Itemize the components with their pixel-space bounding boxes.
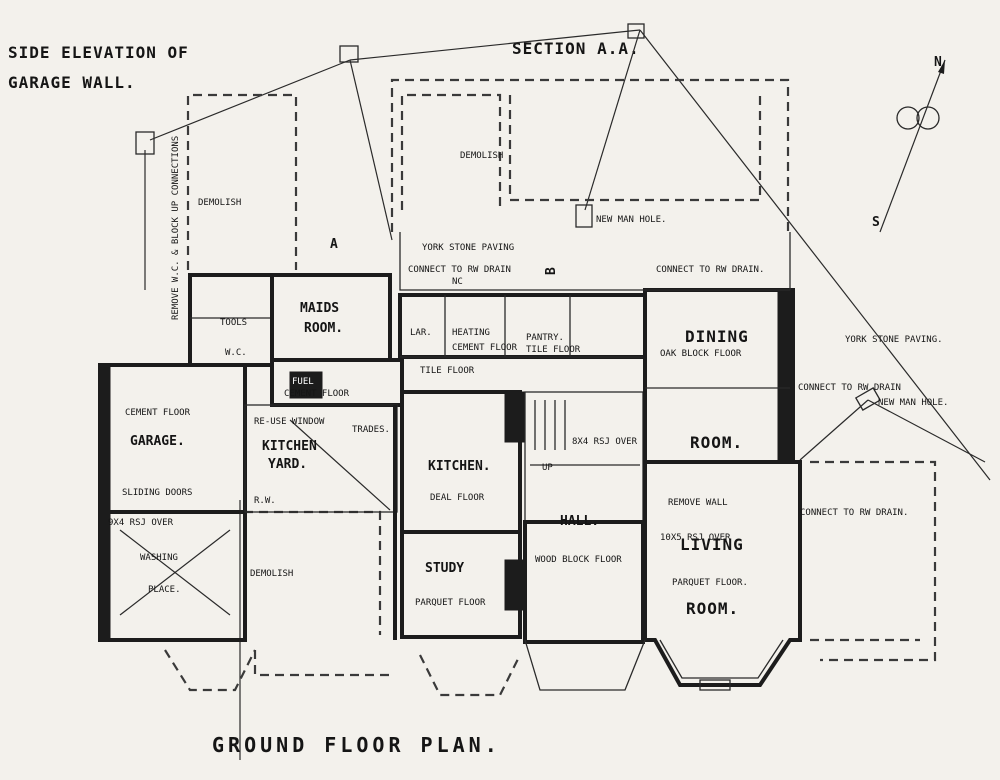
rsj-living-label: 10X5 RSJ OVER [660, 533, 731, 543]
kitchen-floor-label: DEAL FLOOR [430, 493, 485, 503]
study-floor-label: PARQUET FLOOR [415, 598, 486, 608]
connect-rw-drain-4: CONNECT TO RW DRAIN. [800, 508, 908, 518]
reuse-window-label: RE-USE WINDOW [254, 417, 325, 427]
heating-floor-label: CEMENT FLOOR [452, 343, 518, 353]
nc-label: NC [452, 277, 463, 287]
york-paving-right-label: YORK STONE PAVING. [845, 335, 943, 345]
hall-floor-label: WOOD BLOCK FLOOR [535, 555, 622, 565]
room-label-larder: LAR. [410, 328, 432, 338]
demolish-note-top: DEMOLISH [460, 151, 503, 161]
drain-lines [135, 23, 991, 760]
room-label-tools: TOOLS [220, 318, 247, 328]
room-label-pantry: PANTRY. [526, 333, 564, 343]
room-label-study: STUDY [425, 561, 464, 576]
compass-rose-icon: N S [872, 55, 946, 233]
sliding-doors-label: SLIDING DOORS [122, 488, 192, 498]
demolish-note-left: DEMOLISH [198, 198, 241, 208]
room-label-hall: HALL. [560, 514, 599, 529]
room-label-maids-2: ROOM. [304, 321, 343, 336]
room-label-heating: HEATING [452, 328, 490, 338]
connect-rw-drain-3: CONNECT TO RW DRAIN [798, 383, 901, 393]
room-label-maids-1: MAIDS [300, 301, 339, 316]
room-label-fuel: FUEL [292, 377, 314, 387]
section-title: SECTION A.A. [512, 39, 640, 58]
connect-rw-drain-1: CONNECT TO RW DRAIN [408, 265, 511, 275]
room-label-washing-1: WASHING [140, 553, 178, 563]
section-mark-b: B [544, 267, 559, 275]
living-floor-label: PARQUET FLOOR. [672, 578, 748, 588]
rsj-hall-label: 8X4 RSJ OVER [572, 437, 638, 447]
remove-wc-note: REMOVE W.C. & BLOCK UP CONNECTIONS [171, 136, 181, 320]
room-label-kitchen-yard-1: KITCHEN [262, 439, 317, 454]
room-label-living-1: LIVING [680, 535, 744, 554]
room-label-dining-1: DINING [685, 327, 749, 346]
building-walls [98, 232, 802, 691]
new-manhole-label-1: NEW MAN HOLE. [596, 215, 666, 225]
room-label-garage: GARAGE. [130, 434, 185, 449]
pantry-floor-label: TILE FLOOR [526, 345, 581, 355]
removal-crosses [119, 419, 391, 616]
room-label-living-2: ROOM. [686, 599, 739, 618]
room-label-washing-2: PLACE. [148, 585, 181, 595]
side-elevation-title-line2: GARAGE WALL. [8, 73, 136, 92]
stair-up-label: UP [542, 463, 553, 473]
dining-floor-label: OAK BLOCK FLOOR [660, 349, 742, 359]
side-elevation-title-line1: SIDE ELEVATION OF [8, 43, 189, 62]
connect-rw-drain-2: CONNECT TO RW DRAIN. [656, 265, 764, 275]
section-mark-a: A [330, 237, 338, 252]
tile-floor-label: TILE FLOOR [420, 366, 475, 376]
room-label-kitchen-yard-2: YARD. [268, 457, 307, 472]
room-label-kitchen: KITCHEN. [428, 459, 491, 474]
garage-floor-label: CEMENT FLOOR [125, 408, 191, 418]
york-paving-top-label: YORK STONE PAVING [422, 243, 514, 253]
demolish-note-bottom: DEMOLISH [250, 569, 293, 579]
fuel-floor-label: CEMENT FLOOR [284, 389, 350, 399]
compass-north-label: N [934, 55, 942, 70]
plan-title: GROUND FLOOR PLAN. [212, 733, 501, 757]
trades-label: TRADES. [352, 425, 390, 435]
rsj-left-label: 9X4 RSJ OVER [108, 518, 174, 528]
remove-wall-label: REMOVE WALL [668, 498, 728, 508]
compass-south-label: S [872, 215, 880, 230]
room-label-wc: W.C. [225, 348, 247, 358]
room-label-dining-2: ROOM. [690, 433, 743, 452]
rw-label: R.W. [254, 496, 276, 506]
new-manhole-label-2: NEW MAN HOLE. [878, 398, 948, 408]
